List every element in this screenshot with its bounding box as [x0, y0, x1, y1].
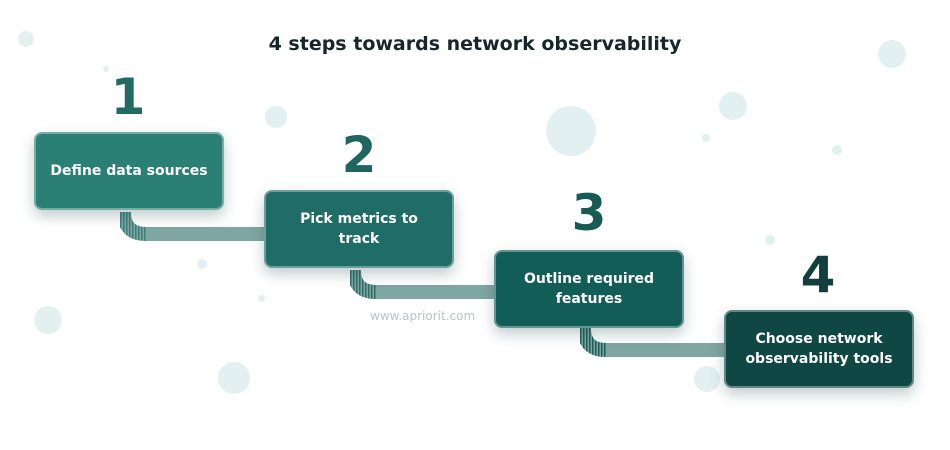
- background-bubble: [218, 362, 250, 394]
- background-bubble: [765, 235, 775, 245]
- connector-1-2: [120, 212, 270, 241]
- background-bubble: [197, 259, 207, 269]
- watermark: www.apriorit.com: [370, 309, 476, 323]
- step-number-2: 2: [341, 126, 377, 184]
- connector-3-4: [580, 328, 730, 357]
- background-bubble: [832, 145, 842, 155]
- step-number-3: 3: [571, 184, 607, 242]
- step-box-3: Outline required features: [494, 250, 684, 328]
- background-bubble: [546, 106, 596, 156]
- step-box-2: Pick metrics to track: [264, 190, 454, 268]
- background-bubble: [258, 295, 265, 302]
- background-bubble: [103, 66, 109, 72]
- step-number-4: 4: [800, 246, 836, 304]
- background-bubble: [265, 106, 287, 128]
- background-bubble: [719, 92, 747, 120]
- background-bubble: [702, 134, 710, 142]
- step-box-1: Define data sources: [34, 132, 224, 210]
- background-bubble: [694, 366, 720, 392]
- background-bubble: [18, 31, 34, 47]
- background-bubble: [34, 306, 62, 334]
- diagram-title: 4 steps towards network observability: [268, 33, 682, 55]
- step-box-4: Choose network observability tools: [724, 310, 914, 388]
- connector-2-3: [350, 270, 500, 299]
- background-bubble: [878, 40, 906, 68]
- step-number-1: 1: [110, 68, 146, 126]
